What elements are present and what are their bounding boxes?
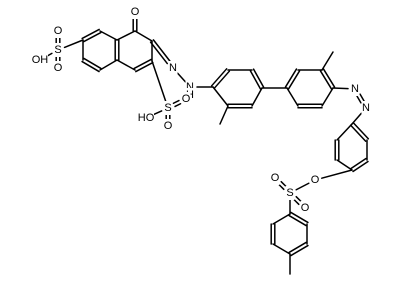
double-bond bbox=[287, 70, 301, 90]
label-o-keto: O bbox=[131, 6, 140, 18]
double-bond bbox=[280, 180, 288, 188]
label-s-mid-background bbox=[163, 101, 173, 115]
single-bond bbox=[212, 86, 229, 107]
double-bond bbox=[322, 68, 336, 88]
double-bond bbox=[252, 68, 265, 88]
double-bond bbox=[290, 211, 309, 224]
label-o-ester-1: O bbox=[271, 172, 280, 184]
atom-labels: OHSOOONNHHOSOONNOSOO bbox=[32, 5, 371, 215]
single-bond bbox=[321, 51, 334, 71]
double-bond bbox=[152, 39, 171, 63]
single-bond bbox=[99, 30, 118, 41]
double-bond bbox=[172, 99, 180, 105]
label-s-top: S bbox=[54, 44, 61, 56]
single-bond bbox=[116, 59, 136, 71]
double-bond bbox=[350, 157, 367, 170]
bond-lines bbox=[45, 18, 370, 275]
double-bond bbox=[174, 102, 182, 108]
label-o-top-1: O bbox=[54, 25, 63, 37]
double-bond bbox=[213, 70, 231, 89]
double-bond bbox=[81, 60, 100, 73]
double-bond bbox=[81, 28, 100, 40]
label-s-mid: S bbox=[164, 102, 171, 114]
double-bond bbox=[359, 93, 365, 102]
double-bond bbox=[356, 95, 362, 104]
label-o-ester-2-background bbox=[300, 201, 310, 215]
double-bond bbox=[133, 58, 152, 70]
label-s-top-background bbox=[53, 43, 63, 57]
label-o-ester-1-background bbox=[270, 171, 280, 185]
single-bond bbox=[151, 60, 167, 103]
label-o-mid-1: O bbox=[182, 93, 191, 105]
label-o-ester-2: O bbox=[301, 202, 310, 214]
label-o-top-2: O bbox=[54, 62, 63, 74]
label-o-ester: O bbox=[311, 174, 320, 186]
single-bond bbox=[332, 87, 349, 90]
label-o-top-1-background bbox=[53, 24, 63, 38]
double-bond bbox=[288, 214, 307, 227]
label-o-mid-1-background bbox=[181, 92, 191, 106]
single-bond bbox=[336, 123, 353, 141]
single-bond bbox=[336, 159, 353, 171]
label-n-azo-2b: N bbox=[362, 102, 370, 114]
double-bond bbox=[83, 31, 102, 43]
single-bond bbox=[219, 105, 229, 125]
double-bond bbox=[352, 122, 370, 140]
single-bond bbox=[272, 213, 291, 225]
single-bond bbox=[251, 87, 263, 107]
single-bond bbox=[272, 243, 291, 255]
label-o-top-2-background bbox=[53, 61, 63, 75]
label-n-azo-1-background bbox=[168, 61, 178, 75]
single-bond bbox=[134, 30, 153, 42]
double-bond bbox=[83, 57, 102, 70]
label-oh-top-background bbox=[32, 53, 48, 67]
label-s-ester: S bbox=[286, 187, 293, 199]
double-bond bbox=[288, 241, 307, 254]
label-s-ester-background bbox=[285, 186, 295, 200]
label-o-keto-background bbox=[130, 5, 140, 19]
label-o-mid-2: O bbox=[164, 120, 173, 132]
label-n-azo-2b-background bbox=[361, 101, 371, 115]
double-bond bbox=[210, 68, 228, 87]
double-bond bbox=[149, 41, 169, 65]
double-bond bbox=[135, 61, 154, 73]
double-bond bbox=[352, 160, 369, 173]
label-n-azo-2a-background bbox=[350, 82, 360, 96]
single-bond bbox=[321, 169, 353, 179]
label-ho-mid: HO bbox=[138, 112, 155, 124]
label-n-azo-2a: N bbox=[351, 83, 359, 95]
label-oh-top: OH bbox=[32, 54, 49, 66]
double-bond bbox=[284, 68, 298, 88]
double-bond bbox=[292, 198, 300, 206]
double-bond bbox=[277, 183, 285, 191]
label-o-ester-background bbox=[310, 173, 320, 187]
label-o-mid-2-background bbox=[163, 119, 173, 133]
single-bond bbox=[176, 72, 187, 83]
single-bond bbox=[63, 39, 84, 49]
single-bond bbox=[321, 87, 334, 107]
label-n-azo-1: N bbox=[169, 62, 177, 74]
single-bond bbox=[295, 182, 310, 191]
single-bond bbox=[286, 87, 299, 107]
double-bond bbox=[349, 124, 367, 142]
label-n-hydrazo-background bbox=[185, 80, 195, 94]
double-bond bbox=[290, 244, 309, 257]
single-bond bbox=[99, 59, 118, 71]
label-n-hydrazo: N bbox=[186, 81, 194, 93]
single-bond bbox=[116, 30, 136, 41]
label-ho-mid-background bbox=[138, 111, 154, 125]
double-bond bbox=[249, 70, 262, 90]
double-bond bbox=[295, 195, 303, 203]
double-bond bbox=[319, 70, 333, 90]
